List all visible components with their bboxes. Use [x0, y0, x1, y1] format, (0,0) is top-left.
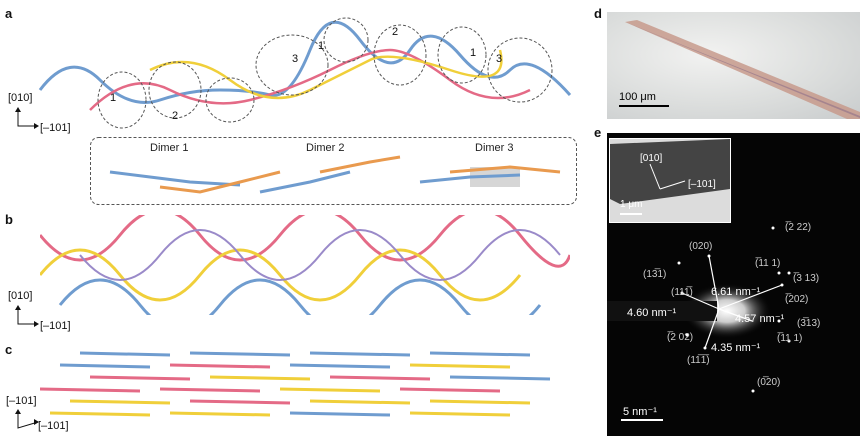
- panel-e-inset: [010] [–101] 1 μm: [609, 138, 731, 223]
- axis-c-right: [–101]: [38, 420, 69, 432]
- ring-label: 3: [496, 53, 503, 65]
- panel-letter-a: a: [5, 6, 13, 21]
- axis-b-right: [–101]: [40, 320, 71, 332]
- axis-a-right: [–101]: [40, 122, 71, 134]
- spot-label: (̅11 1): [777, 333, 803, 344]
- dimer-box: [90, 137, 577, 205]
- axis-b-up: [010]: [8, 290, 33, 302]
- inset-crystal: [610, 139, 730, 215]
- spot-label: (̅3 13): [793, 273, 820, 284]
- crystal-needle: [619, 20, 860, 119]
- panel-letter-d: d: [594, 6, 602, 21]
- inset-dir-up: [010]: [640, 153, 663, 164]
- spot-label: (0̅20): [757, 377, 781, 388]
- ring-label: 1: [110, 92, 117, 104]
- inset-scale-label: 1 μm: [620, 199, 643, 210]
- inset-dir-right: [–101]: [688, 179, 716, 190]
- ring-label: 1: [470, 47, 477, 59]
- spot-label: (111̅): [671, 287, 693, 298]
- spot-label: (̅202): [785, 294, 809, 305]
- dimer-3-label: Dimer 3: [475, 142, 514, 154]
- ring-label: 2: [172, 110, 179, 122]
- spacing-label-3: 4.57 nm⁻¹: [735, 313, 785, 325]
- panel-letter-b: b: [5, 212, 13, 227]
- spot-label: (020): [689, 241, 713, 252]
- spacing-label-4: 4.35 nm⁻¹: [711, 342, 761, 354]
- spot-label: (13̅1): [643, 269, 667, 280]
- scale-bar-d-label: 100 μm: [619, 91, 656, 103]
- panel-b-network: [40, 215, 570, 315]
- ring-label: 2: [392, 26, 399, 38]
- ring-1: [97, 71, 147, 129]
- panel-letter-c: c: [5, 342, 13, 357]
- panel-c-stacks: [40, 351, 551, 417]
- axis-b-arrows: [15, 305, 39, 327]
- axis-a-arrows: [15, 107, 39, 129]
- ring-label: 3: [292, 53, 299, 65]
- spacing-label-1: 6.61 nm⁻¹: [711, 286, 761, 298]
- axis-c-up: [–101]: [6, 395, 37, 407]
- panel-a-chain: [38, 17, 572, 129]
- spot-label: (̅2 02): [667, 332, 694, 343]
- dimer-2-label: Dimer 2: [306, 142, 345, 154]
- axis-c-arrows: [15, 409, 39, 429]
- spot-label: (11̅1̅): [687, 355, 710, 366]
- spot-label: (̅2 22): [785, 222, 812, 233]
- spot-label: (̅11 1): [755, 258, 781, 269]
- ring-label: 1: [318, 40, 325, 52]
- spacing-label-2: 4.60 nm⁻¹: [627, 307, 677, 319]
- panel-letter-e: e: [594, 125, 602, 140]
- spot-label: (3̅13): [797, 318, 821, 329]
- panel-d-micrograph: 100 μm: [607, 12, 860, 119]
- diffraction-pattern: [607, 226, 791, 421]
- beam-stop: [607, 301, 717, 321]
- dimer-1-label: Dimer 1: [150, 142, 189, 154]
- axis-a-up: [010]: [8, 92, 33, 104]
- scale-bar-e-label: 5 nm⁻¹: [623, 406, 657, 418]
